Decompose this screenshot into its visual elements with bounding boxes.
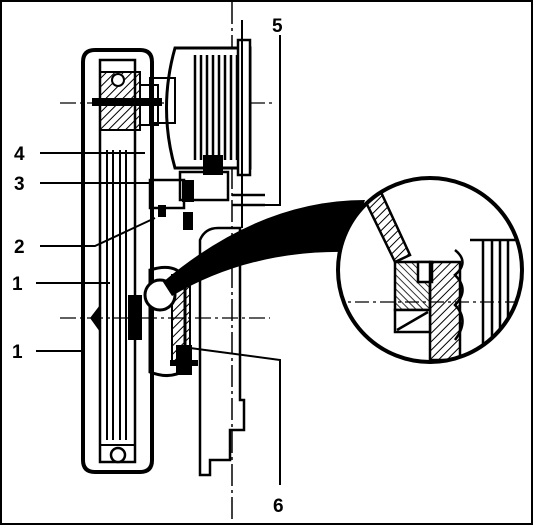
detail-magnified — [336, 176, 524, 364]
callout-2: 2 — [14, 237, 25, 258]
leader-lines — [36, 35, 281, 485]
callout-1-upper: 1 — [12, 274, 23, 295]
callout-3: 3 — [14, 174, 25, 195]
magnify-connector — [163, 200, 365, 296]
callout-1-lower: 1 — [12, 342, 23, 363]
callout-6: 6 — [273, 496, 284, 517]
callout-5: 5 — [272, 16, 283, 37]
housing — [81, 48, 154, 474]
leader-6 — [189, 347, 281, 485]
leader-2 — [40, 217, 156, 247]
leader-5 — [250, 35, 281, 206]
callout-4: 4 — [14, 144, 25, 165]
bottom-pulley — [100, 444, 135, 464]
engine-block — [198, 20, 246, 477]
motor — [149, 38, 252, 177]
